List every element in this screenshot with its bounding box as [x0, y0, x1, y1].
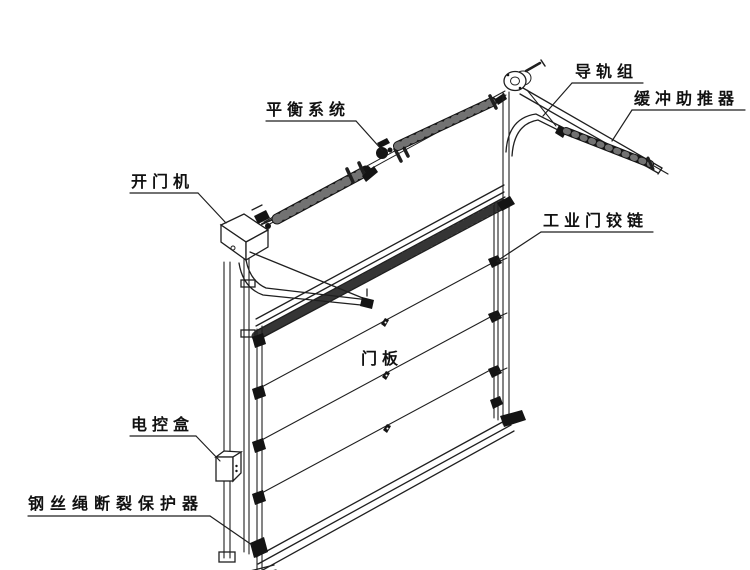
label-industrial-door-hinge: 工业门铰链 — [543, 211, 649, 230]
label-door-panel: 门板 — [361, 349, 404, 368]
left-edge-hinges — [250, 333, 268, 558]
callout-leader-lines — [27, 82, 746, 546]
right-edge-hinges — [488, 255, 508, 409]
rail-group-top — [505, 87, 663, 175]
label-buffer-booster: 缓冲助推器 — [634, 89, 740, 108]
spring-coupling — [376, 138, 390, 159]
balance-spring-right — [387, 93, 507, 163]
cable-drum — [503, 59, 546, 92]
buffer-booster-rod — [555, 125, 669, 175]
balance-spring-left — [265, 161, 378, 229]
label-rail-group: 导轨组 — [575, 62, 639, 81]
electric-control-box — [214, 450, 244, 483]
label-balance-system: 平衡系统 — [266, 100, 351, 119]
left-vertical-track — [218, 257, 277, 570]
label-electric-control-box: 电控盒 — [131, 415, 195, 434]
label-door-opener: 开门机 — [131, 172, 195, 191]
left-horizontal-track — [238, 251, 374, 309]
door-opener-box — [219, 204, 277, 262]
label-wire-rope-break-protector: 钢丝绳断裂保护器 — [28, 494, 205, 513]
door-panel-face — [251, 184, 515, 570]
panel-clips — [381, 318, 391, 433]
